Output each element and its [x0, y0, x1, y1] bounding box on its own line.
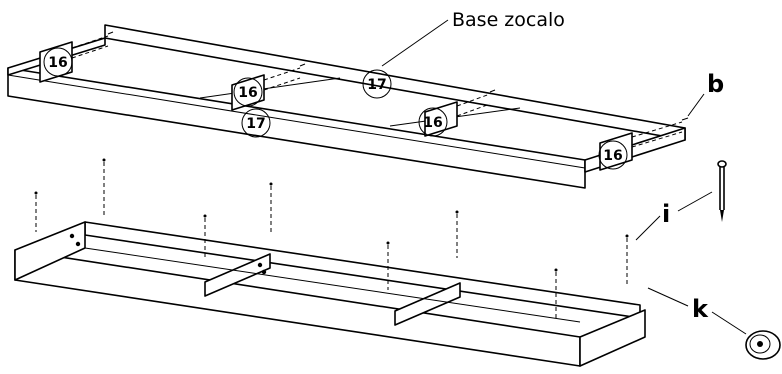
screw: [625, 234, 629, 285]
part-callout-17-a: 17: [362, 69, 392, 99]
front-panel: [7, 67, 586, 189]
foot-detail-k: [745, 330, 781, 360]
label-b-leader: [687, 93, 705, 117]
part-16-label-c: 16: [423, 115, 442, 131]
label-i-leader-down: [635, 215, 661, 241]
part-callout-16-d: 16: [598, 140, 628, 170]
screw-detail-i: [717, 160, 727, 222]
label-k-leader-right: [711, 311, 747, 335]
caption-leader: [381, 19, 449, 67]
part-callout-17-b: 17: [241, 108, 271, 138]
label-k: k: [692, 295, 709, 323]
base-tray: [14, 221, 646, 367]
screw: [34, 191, 38, 232]
part-17-label-b: 17: [246, 116, 265, 132]
tray-divider-right: [394, 282, 461, 326]
screw: [455, 210, 459, 258]
screw: [203, 214, 207, 260]
screw: [554, 268, 558, 318]
bracket-mid-left: [231, 67, 301, 111]
part-17-label-a: 17: [367, 77, 386, 93]
tray-divider-left: [204, 253, 271, 297]
label-b: b: [707, 70, 724, 98]
part-callout-16-c: 16: [418, 107, 448, 137]
screw: [269, 182, 273, 232]
label-i: i: [662, 200, 670, 228]
part-16-label-b: 16: [238, 85, 257, 101]
bracket-mid-right: [424, 93, 491, 137]
base-zocalo-caption: Base zocalo: [452, 9, 565, 31]
part-16-label-d: 16: [603, 148, 622, 164]
part-callout-16-a: 16: [43, 47, 73, 77]
tray-screws: [34, 158, 629, 318]
tray-right-wall: [579, 309, 646, 367]
part-16-label-a: 16: [48, 55, 67, 71]
label-k-leader-left: [647, 287, 689, 307]
screw: [102, 158, 106, 215]
screw: [386, 241, 390, 290]
label-i-leader-up: [677, 191, 713, 212]
base-zocalo-frame: [7, 24, 689, 189]
part-callout-16-b: 16: [233, 77, 263, 107]
